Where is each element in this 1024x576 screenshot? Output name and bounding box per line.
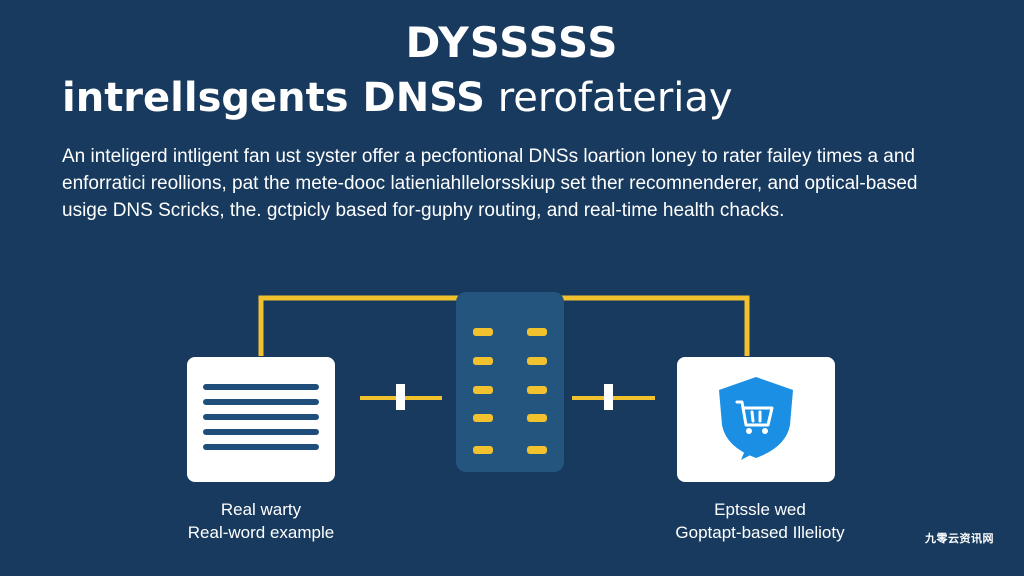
page-title: intrellsgents DNSS rerofateriay [62, 72, 733, 124]
description-line: usige DNS Scricks, the. gctpicly based f… [62, 200, 785, 221]
title-light: rerofateriay [497, 75, 733, 121]
left-node-caption: Real warty Real-word example [156, 498, 366, 544]
description-line: An inteligerd intligent fan ust syster o… [62, 146, 915, 167]
right-caption-line1: Eptssle wed [714, 500, 806, 519]
right-caption-line2: Goptapt-based Illelioty [675, 523, 845, 542]
document-lines-icon [203, 384, 319, 450]
description-line: enforratici reollions, pat the mete-dooc… [62, 173, 918, 194]
left-caption-line2: Real-word example [187, 523, 335, 542]
watermark: 九零云资讯网 [925, 532, 994, 545]
server-rack-icon [456, 292, 564, 472]
left-node-card [187, 357, 335, 482]
right-node-caption: Eptssle wed Goptapt-based Illelioty [650, 498, 870, 544]
right-connector-tick [604, 384, 613, 410]
description: An inteligerd intligent fan ust syster o… [62, 143, 962, 224]
shield-cart-icon [719, 377, 793, 460]
left-connector-tick [396, 384, 405, 410]
left-caption-line1: Real warty [220, 500, 302, 519]
brand-logo: DYSSSSS [405, 18, 619, 67]
title-strong: intrellsgents DNSS [62, 75, 485, 121]
right-node-card [677, 357, 835, 482]
